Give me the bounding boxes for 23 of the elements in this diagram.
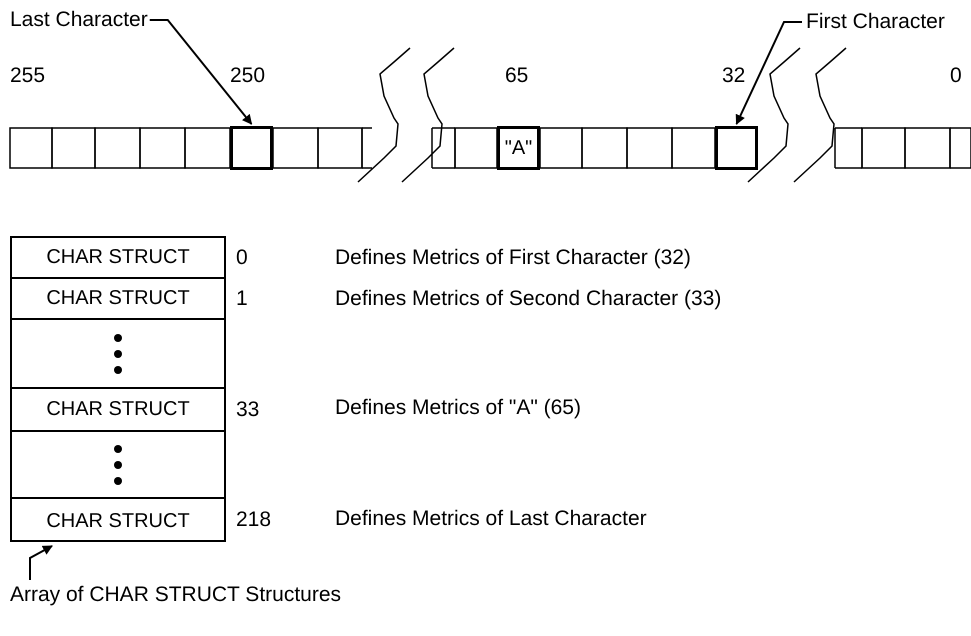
description-text: Defines Metrics of "A" (65)	[335, 396, 581, 420]
description-text: Defines Metrics of Second Character (33)	[335, 287, 722, 311]
row-index: 218	[236, 508, 272, 532]
index-number: 250	[230, 64, 266, 88]
callout-label: Array of CHAR STRUCT Structures	[10, 583, 342, 607]
highlighted-cell	[230, 126, 273, 170]
description-text: Defines Metrics of First Character (32)	[335, 246, 691, 270]
callout-label: Last Character	[10, 8, 148, 32]
index-number: 255	[10, 64, 46, 88]
row-index: 1	[236, 286, 248, 310]
arrow	[29, 545, 53, 580]
struct-row: CHAR STRUCT	[12, 499, 224, 544]
row-index: 0	[236, 246, 248, 270]
row-index: 33	[236, 398, 260, 422]
arrow	[736, 21, 802, 125]
description-text: Defines Metrics of Last Character	[335, 507, 647, 531]
callout-label: First Character	[806, 10, 945, 34]
index-number: 32	[722, 64, 746, 88]
index-number: 65	[505, 64, 528, 88]
character-cell: "A"	[497, 126, 540, 170]
arrow	[150, 19, 252, 125]
highlighted-cell	[715, 126, 758, 170]
index-number: 0	[950, 64, 962, 88]
